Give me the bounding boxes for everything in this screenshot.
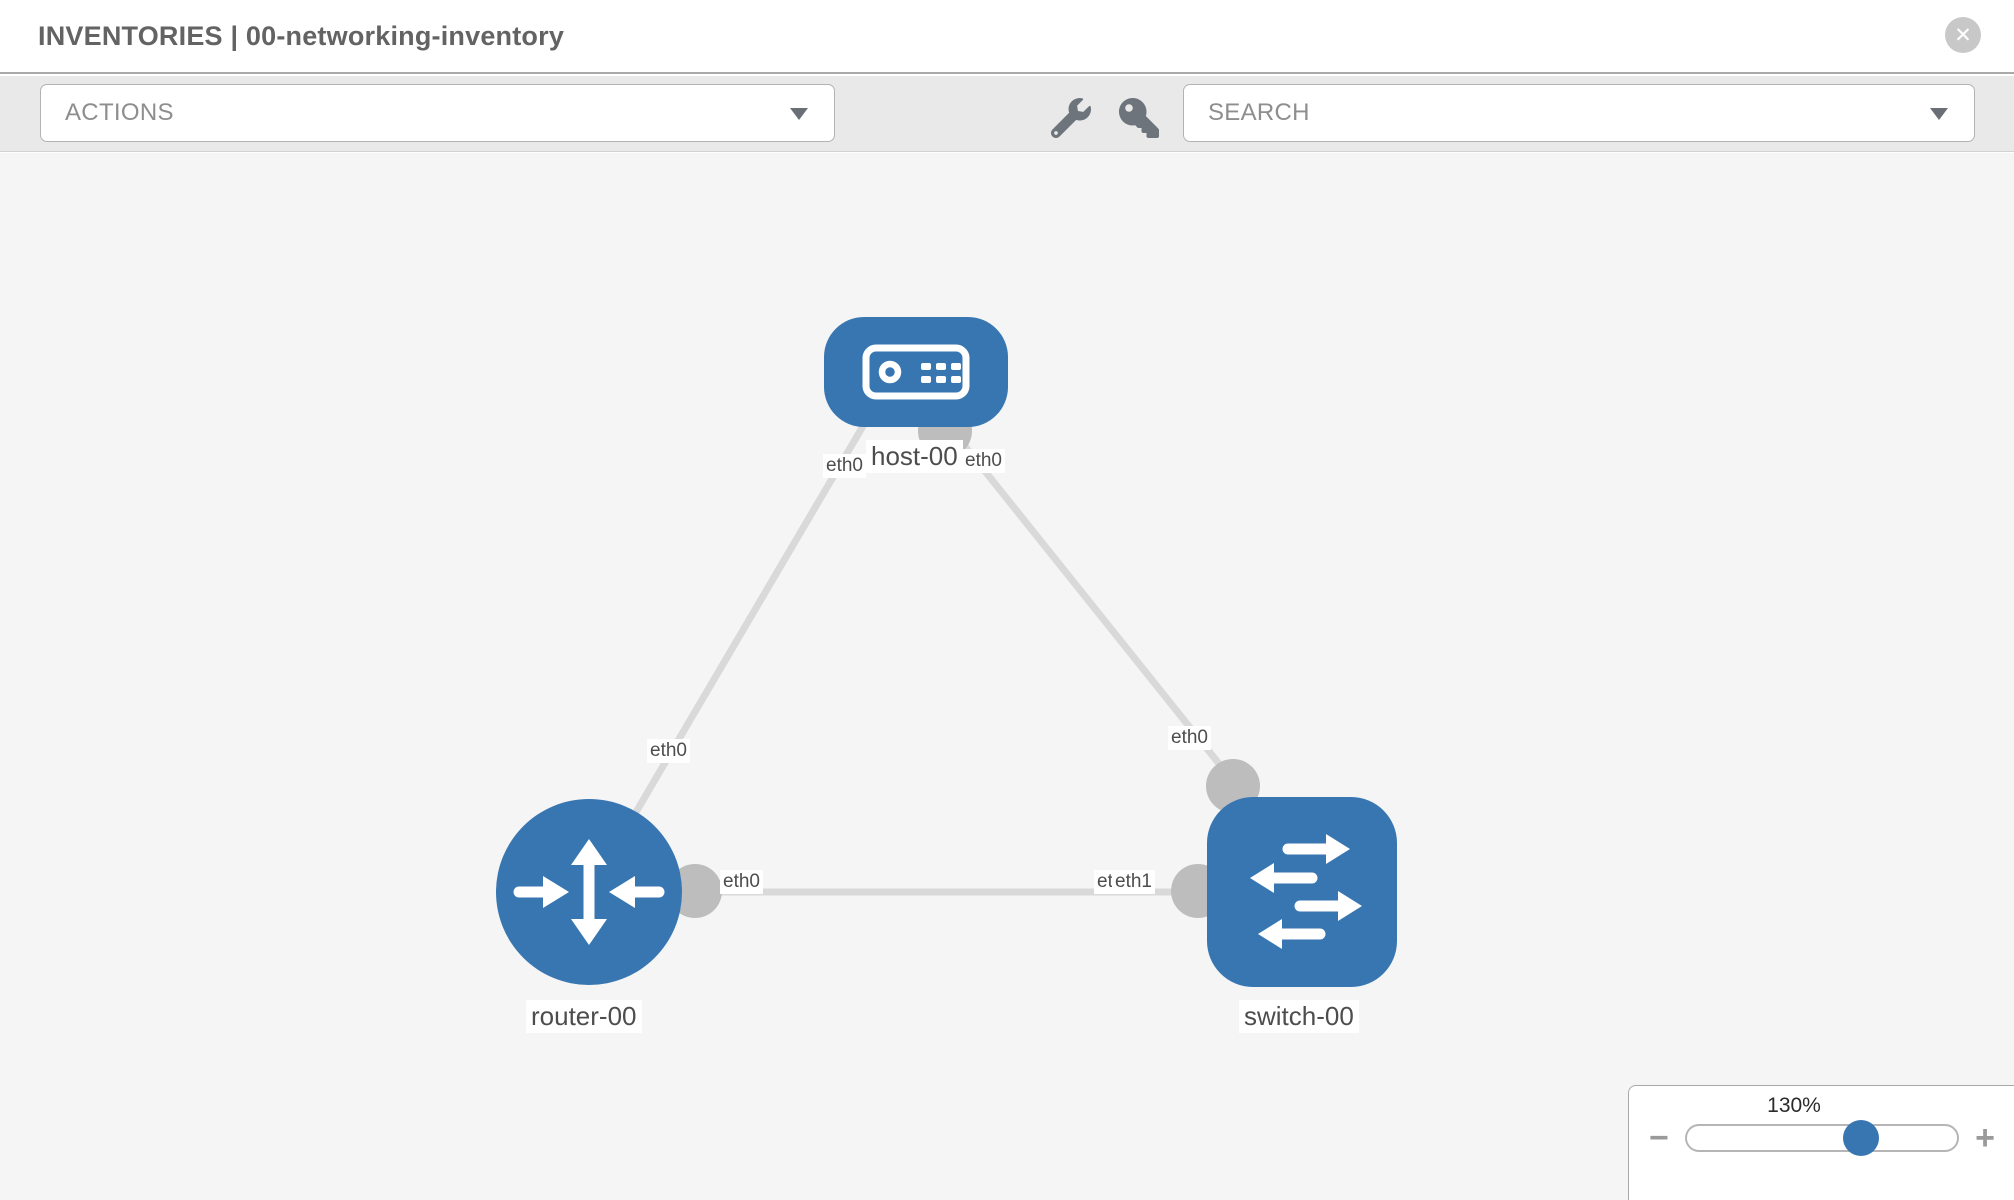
node-switch-00[interactable] bbox=[1207, 797, 1397, 987]
zoom-out-button[interactable]: − bbox=[1649, 1119, 1669, 1157]
modal-header: INVENTORIES | 00-networking-inventory ✕ bbox=[0, 0, 2014, 74]
zoom-panel: 130% − + bbox=[1628, 1085, 2014, 1200]
router-icon bbox=[513, 839, 665, 945]
zoom-level: 130% bbox=[1767, 1094, 1821, 1117]
actions-dropdown-label: ACTIONS bbox=[65, 99, 174, 126]
iface-label-switch-front: eth1 bbox=[1112, 870, 1155, 894]
node-label-router[interactable]: router-00 bbox=[526, 1000, 642, 1033]
iface-connector-router[interactable] bbox=[668, 864, 722, 918]
search-dropdown-label: SEARCH bbox=[1208, 99, 1310, 126]
actions-dropdown[interactable]: ACTIONS bbox=[40, 84, 835, 142]
key-icon[interactable] bbox=[1119, 98, 1159, 138]
link-host-switch[interactable] bbox=[945, 422, 1271, 828]
zoom-slider-track[interactable] bbox=[1684, 1120, 1960, 1156]
host-icon bbox=[862, 344, 970, 400]
node-host-00[interactable] bbox=[824, 317, 1008, 427]
topology-canvas[interactable]: host-00 router-00 switch-00 eth0 eth0 et… bbox=[0, 153, 2014, 1200]
node-router-00[interactable] bbox=[496, 799, 682, 985]
zoom-in-button[interactable]: + bbox=[1975, 1119, 1995, 1157]
chevron-down-icon bbox=[790, 108, 808, 120]
search-dropdown[interactable]: SEARCH bbox=[1183, 84, 1975, 142]
node-label-switch[interactable]: switch-00 bbox=[1239, 1000, 1359, 1033]
wrench-icon[interactable] bbox=[1050, 98, 1091, 139]
page-title: INVENTORIES | 00-networking-inventory bbox=[38, 20, 565, 51]
iface-label-host-left: eth0 bbox=[823, 454, 866, 478]
switch-icon bbox=[1250, 834, 1362, 949]
toolbar: ACTIONS SEARCH bbox=[0, 76, 2014, 152]
close-icon: ✕ bbox=[1954, 23, 1972, 47]
iface-label-router-mid: eth0 bbox=[720, 870, 763, 894]
chevron-down-icon bbox=[1930, 108, 1948, 120]
iface-label-host-right: eth0 bbox=[962, 449, 1005, 473]
topology-svg bbox=[496, 317, 1397, 987]
node-label-host[interactable]: host-00 bbox=[866, 440, 963, 473]
zoom-slider-handle[interactable] bbox=[1843, 1120, 1880, 1156]
iface-label-router-host: eth0 bbox=[647, 739, 690, 763]
iface-label-host-switch: eth0 bbox=[1168, 726, 1211, 750]
close-button[interactable]: ✕ bbox=[1945, 17, 1981, 53]
